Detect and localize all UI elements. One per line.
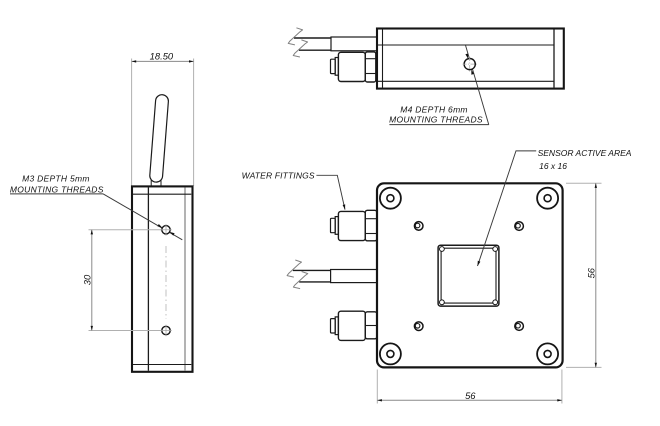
svg-text:16 x 16: 16 x 16	[539, 161, 567, 171]
svg-text:SENSOR ACTIVE AREA: SENSOR ACTIVE AREA	[538, 148, 632, 158]
svg-text:56: 56	[585, 267, 596, 278]
svg-text:30: 30	[81, 274, 92, 285]
svg-text:56: 56	[465, 390, 476, 401]
svg-text:M4 DEPTH 6mm: M4 DEPTH 6mm	[400, 104, 468, 114]
svg-text:M3 DEPTH 5mm: M3 DEPTH 5mm	[22, 173, 90, 183]
svg-text:MOUNTING THREADS: MOUNTING THREADS	[389, 115, 483, 125]
svg-text:MOUNTING THREADS: MOUNTING THREADS	[10, 184, 104, 194]
svg-text:WATER FITTINGS: WATER FITTINGS	[242, 171, 315, 181]
svg-text:18.50: 18.50	[150, 51, 174, 62]
